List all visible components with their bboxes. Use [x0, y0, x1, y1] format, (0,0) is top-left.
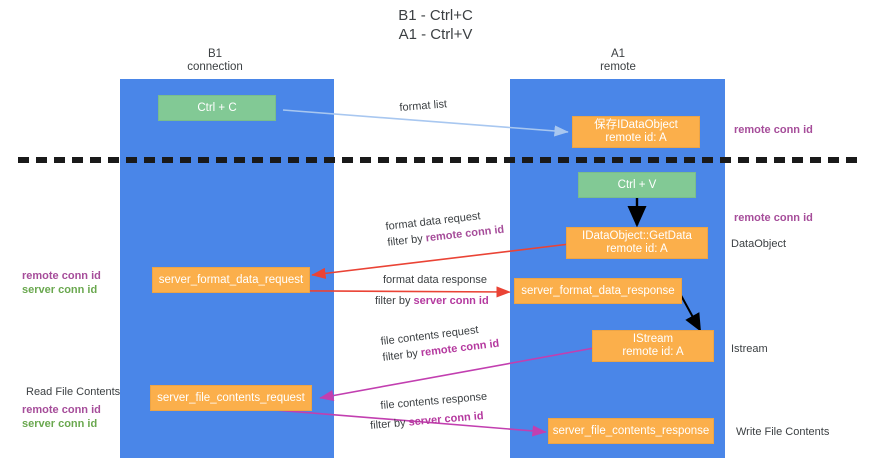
node-save-idataobject-line1: 保存IDataObject [594, 119, 678, 131]
node-istream[interactable]: IStream remote id: A [592, 330, 714, 362]
node-ctrl-c-label: Ctrl + C [197, 101, 237, 114]
node-server-file-contents-request-label: server_file_contents_request [157, 391, 305, 404]
left-label-remote-conn-id-mid: remote conn id [22, 270, 101, 282]
arrow-label-format-data-response-group: format data response filter by server co… [375, 274, 489, 308]
column-header-b1-role: connection [187, 61, 243, 73]
arrow-label-format-data-response: format data response [383, 274, 487, 286]
node-server-format-data-response[interactable]: server_format_data_response [514, 278, 682, 304]
node-ctrl-v-label: Ctrl + V [617, 178, 657, 191]
node-save-idataobject-line2: remote id: A [605, 132, 667, 144]
arrow-label-file-contents-response: file contents response [380, 390, 488, 412]
node-ctrl-c[interactable]: Ctrl + C [158, 95, 276, 121]
node-ctrl-v[interactable]: Ctrl + V [578, 172, 696, 198]
left-label-remote-conn-id-bottom: remote conn id [22, 404, 101, 416]
node-server-format-data-request[interactable]: server_format_data_request [152, 267, 310, 293]
column-header-b1-name: B1 [207, 48, 223, 60]
filter-prefix: filter by [386, 232, 427, 249]
node-istream-line2: remote id: A [622, 346, 684, 358]
node-server-format-data-request-label: server_format_data_request [158, 273, 304, 286]
node-idataobject-getdata-line1: IDataObject::GetData [582, 230, 692, 242]
arrow-label-format-data-request-group: format data request filter by remote con… [385, 208, 505, 250]
node-idataobject-getdata-line2: remote id: A [606, 243, 668, 255]
left-label-conn-ids-mid: remote conn id server conn id [22, 269, 101, 297]
title-line-2: A1 - Ctrl+V [398, 26, 473, 43]
arrow-label-format-list: format list [399, 98, 448, 114]
filter-prefix: filter by [375, 295, 414, 307]
arrow-label-file-contents-request-group: file contents request filter by remote c… [380, 322, 500, 365]
node-idataobject-getdata[interactable]: IDataObject::GetData remote id: A [566, 227, 708, 259]
arrow-label-format-data-response-filter: filter by server conn id [375, 295, 489, 308]
left-label-conn-ids-bottom: remote conn id server conn id [22, 403, 101, 431]
node-save-idataobject[interactable]: 保存IDataObject remote id: A [572, 116, 700, 148]
filter-prefix: filter by [369, 416, 410, 432]
filter-key-server-conn-id: server conn id [408, 410, 485, 429]
left-label-server-conn-id-bottom: server conn id [22, 418, 98, 430]
right-label-istream: Istream [731, 343, 768, 355]
right-label-write-file-contents: Write File Contents [736, 426, 830, 438]
node-server-file-contents-response-label: server_file_contents_response [552, 424, 710, 437]
arrow-label-file-contents-response-filter: filter by server conn id [370, 410, 490, 433]
node-server-format-data-response-label: server_format_data_response [521, 284, 675, 297]
column-header-b1: B1 connection [145, 48, 285, 74]
right-label-remote-conn-id-mid: remote conn id [734, 212, 813, 224]
left-label-server-conn-id-mid: server conn id [22, 284, 98, 296]
page-title: B1 - Ctrl+C A1 - Ctrl+V [0, 6, 871, 44]
node-server-file-contents-request[interactable]: server_file_contents_request [150, 385, 312, 411]
right-label-remote-conn-id-top: remote conn id [734, 124, 813, 136]
column-header-a1-role: remote [600, 61, 636, 73]
column-header-a1-name: A1 [610, 48, 626, 60]
filter-prefix: filter by [381, 347, 422, 364]
title-line-1: B1 - Ctrl+C [398, 7, 473, 24]
filter-key-server-conn-id: server conn id [413, 295, 489, 307]
node-istream-line1: IStream [632, 333, 674, 345]
arrow-label-file-contents-response-group: file contents response filter by server … [370, 390, 489, 432]
right-label-data-object: DataObject [731, 238, 787, 250]
column-header-a1: A1 remote [548, 48, 688, 74]
left-label-read-file-contents: Read File Contents [26, 386, 121, 398]
node-server-file-contents-response[interactable]: server_file_contents_response [548, 418, 714, 444]
